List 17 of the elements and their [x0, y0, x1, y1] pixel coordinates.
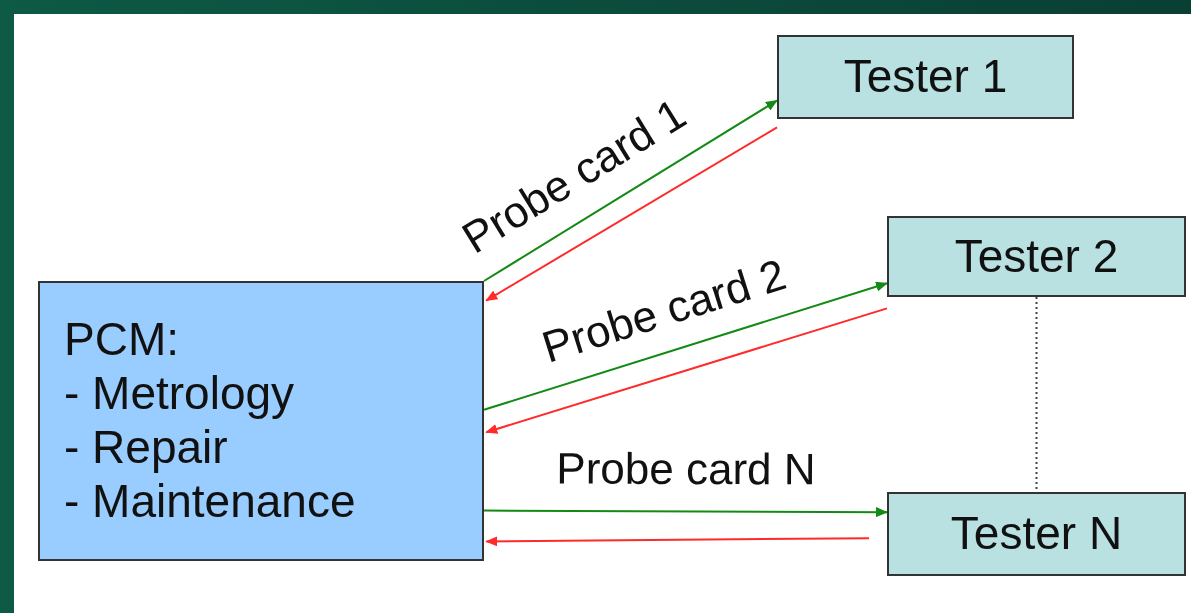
process-box [777, 35, 1074, 119]
process-box [887, 492, 1186, 576]
box-text: - Metrology [64, 367, 295, 421]
box-text: Tester 1 [843, 50, 1008, 104]
process-box [887, 216, 1186, 297]
arrow [483, 507, 888, 518]
box-text: Tester N [950, 507, 1123, 561]
box-text: PCM: [64, 313, 179, 368]
arrow [485, 126, 778, 302]
process-box [38, 281, 484, 561]
arrow [483, 281, 888, 411]
box-text: Tester 2 [954, 229, 1119, 284]
arrow [485, 307, 888, 434]
box-text: - Repair [64, 421, 228, 475]
arrow [485, 536, 871, 547]
arrow [483, 99, 778, 282]
box-text: - Maintenance [64, 474, 356, 529]
